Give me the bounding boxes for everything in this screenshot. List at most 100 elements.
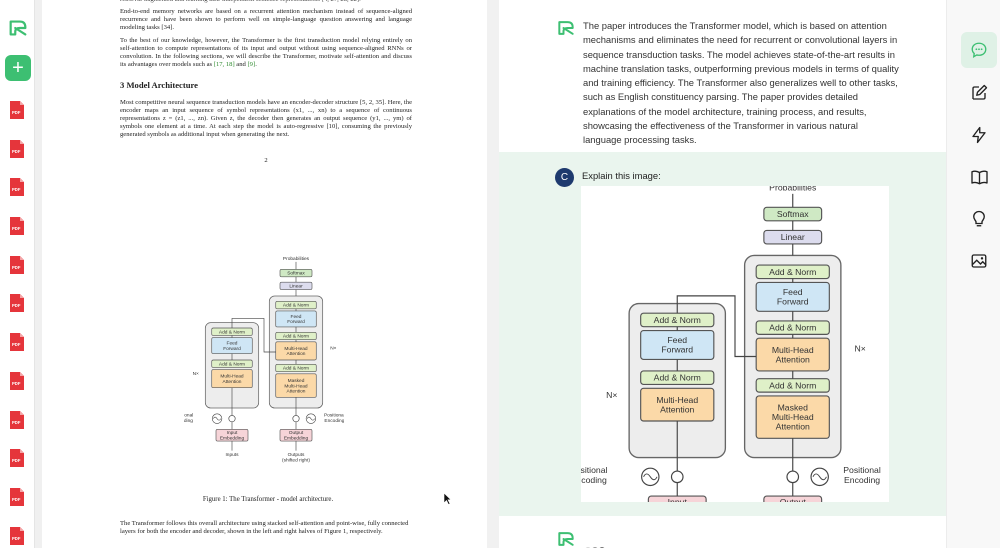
feed-forward-box-label: Feed	[667, 335, 687, 345]
multi-head-attention-box-label: Attention	[660, 404, 694, 414]
pdf-page: retrieval-augmented and learning task-in…	[120, 0, 412, 165]
wave-path	[643, 473, 658, 481]
app-logo-icon[interactable]	[7, 17, 29, 39]
decoder-nx-label: N×	[854, 344, 865, 354]
svg-text:PDF: PDF	[12, 497, 21, 502]
outputs-label: (shifted right)	[282, 458, 310, 464]
add-norm-box	[640, 370, 715, 386]
softmax-box	[279, 269, 313, 278]
assistant-loading-message	[499, 516, 946, 548]
multi-head-attention-box-label: Attention	[776, 354, 810, 364]
svg-text:PDF: PDF	[12, 265, 21, 270]
wave-path	[306, 416, 315, 421]
masked-attention-box-label: Multi-Head	[772, 412, 814, 422]
pdf-file-item[interactable]: PDF	[9, 177, 25, 197]
right-toolbar	[946, 0, 1000, 548]
assistant-message: The paper introduces the Transformer mod…	[499, 0, 946, 152]
add-norm-box-label: Add & Norm	[769, 267, 816, 277]
add-norm-box-label: Add & Norm	[283, 366, 309, 372]
multi-head-attention-box-label: Multi-Head	[220, 374, 244, 380]
svg-text:PDF: PDF	[12, 110, 21, 115]
encoder-decoder-link	[231, 318, 276, 353]
multi-head-attention-box-label: Multi-Head	[656, 395, 698, 405]
positional-encoding-label: Positional	[581, 465, 608, 475]
svg-text:PDF: PDF	[12, 420, 21, 425]
softmax-box-label: Softmax	[777, 209, 809, 219]
add-norm-box-label: Add & Norm	[219, 361, 245, 367]
softmax-box-label: Softmax	[287, 271, 305, 277]
multi-head-attention-box-label: Multi-Head	[284, 346, 308, 352]
add-norm-box-label: Add & Norm	[654, 315, 701, 325]
positional-add-circle	[786, 470, 800, 484]
svg-text:PDF: PDF	[12, 381, 21, 386]
decoder-nx-label: N×	[330, 345, 336, 351]
image-icon	[971, 254, 987, 268]
positional-encoding-label: Encoding	[324, 418, 344, 424]
output-embedding-box-label: Output	[289, 430, 304, 436]
assistant-logo-icon	[558, 21, 574, 35]
add-norm-box-label: Add & Norm	[219, 329, 245, 335]
pdf-file-item[interactable]: PDF	[9, 293, 25, 313]
pdf-file-item[interactable]: PDF	[9, 139, 25, 159]
pdf-file-item[interactable]: PDF	[9, 410, 25, 430]
pdf-file-item[interactable]: PDF	[9, 100, 25, 120]
pdf-file-icon: PDF	[10, 410, 24, 429]
pdf-file-icon: PDF	[10, 217, 24, 236]
feed-forward-box-label: Feed	[291, 314, 302, 320]
add-norm-box	[755, 264, 830, 280]
svg-text:PDF: PDF	[12, 149, 21, 154]
reader-tool-button[interactable]	[961, 159, 997, 195]
pdf-file-icon: PDF	[10, 487, 24, 506]
add-norm-box-label: Add & Norm	[283, 334, 309, 340]
quick-action-tool-button[interactable]	[961, 117, 997, 153]
figure-caption: Figure 1: The Transformer - model archit…	[202, 496, 334, 503]
assistant-message-text: The paper introduces the Transformer mod…	[583, 20, 899, 146]
multi-head-attention-box-label: Attention	[223, 379, 242, 385]
pdf-paragraph: Most competitive neural sequence transdu…	[120, 99, 412, 138]
chat-tool-button[interactable]	[961, 32, 997, 68]
pdf-file-item[interactable]: PDF	[9, 255, 25, 275]
edit-icon	[972, 84, 988, 100]
add-norm-box-label: Add & Norm	[283, 303, 309, 309]
feed-forward-box-label: Forward	[287, 319, 305, 325]
feed-forward-box-label: Forward	[223, 346, 241, 352]
masked-attention-box-label: Masked	[778, 403, 808, 413]
feed-forward-box-label: Forward	[661, 345, 693, 355]
user-avatar: C	[555, 168, 574, 187]
positional-encoding-label: Encoding	[581, 475, 607, 485]
pdf-file-item[interactable]: PDF	[9, 371, 25, 391]
pdf-viewer[interactable]: retrieval-augmented and learning task-in…	[42, 0, 487, 548]
pdf-file-icon: PDF	[10, 178, 24, 197]
new-document-button[interactable]: +	[5, 55, 31, 81]
pdf-file-item[interactable]: PDF	[9, 526, 25, 546]
add-norm-box	[640, 312, 715, 328]
pdf-cut-line: retrieval-augmented and learning task-in…	[120, 0, 412, 3]
pdf-file-item[interactable]: PDF	[9, 487, 25, 507]
svg-text:PDF: PDF	[12, 187, 21, 192]
pdf-file-item[interactable]: PDF	[9, 332, 25, 352]
book-icon	[970, 170, 988, 185]
image-tool-button[interactable]	[961, 243, 997, 279]
wave-path	[812, 473, 827, 481]
inputs-label: Inputs	[225, 452, 239, 458]
notes-tool-button[interactable]	[961, 75, 997, 111]
pdf-file-icon: PDF	[10, 101, 24, 119]
ideas-tool-button[interactable]	[961, 201, 997, 237]
svg-text:PDF: PDF	[12, 458, 21, 463]
section-heading: 3 Model Architecture	[120, 80, 198, 90]
pdf-file-icon: PDF	[10, 139, 24, 158]
lightbulb-icon	[973, 210, 985, 227]
svg-text:PDF: PDF	[12, 536, 21, 541]
feed-forward-box-label: Forward	[777, 297, 809, 307]
pane-divider[interactable]	[487, 0, 499, 548]
pdf-file-icon: PDF	[10, 449, 24, 468]
pdf-file-item[interactable]: PDF	[9, 448, 25, 468]
pdf-file-item[interactable]: PDF	[9, 216, 25, 236]
lightning-icon	[972, 126, 986, 144]
add-norm-box-label: Add & Norm	[769, 323, 816, 333]
page-number: 2	[264, 157, 268, 164]
